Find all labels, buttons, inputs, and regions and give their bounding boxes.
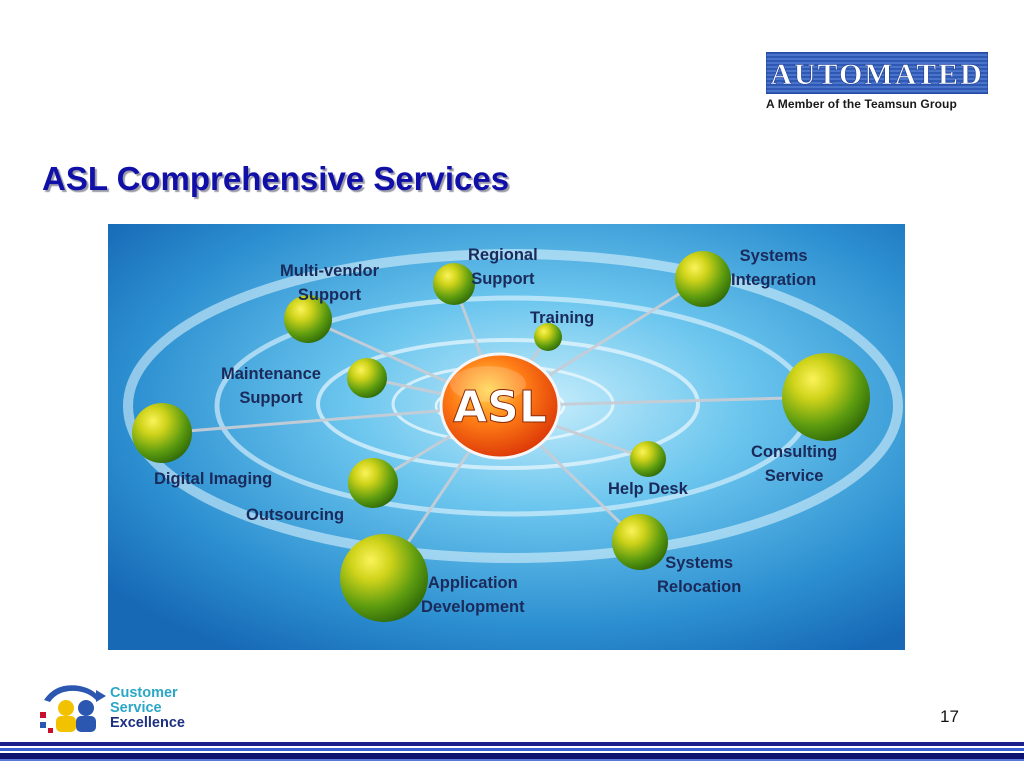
cse-line-excellence: Excellence (110, 715, 185, 731)
node-multi-vendor-support (284, 295, 332, 343)
label-regional-support: Regional Support (468, 246, 538, 288)
automated-logo: AUTOMATED A Member of the Teamsun Group (766, 52, 988, 111)
label-maintenance-support: Maintenance Support (221, 365, 321, 407)
node-regional-support (433, 263, 475, 305)
label-help-desk: Help Desk (608, 480, 688, 498)
diagram-graphic: ASL (108, 224, 905, 650)
node-application-development (340, 534, 428, 622)
node-outsourcing (348, 458, 398, 508)
label-consulting-service: Consulting Service (751, 443, 838, 485)
node-consulting-service (782, 353, 870, 441)
label-digital-imaging: Digital Imaging (154, 470, 273, 488)
node-maintenance-support (347, 358, 387, 398)
cse-line-customer: Customer (110, 685, 178, 701)
node-systems-integration (675, 251, 731, 307)
page-number: 17 (940, 707, 959, 726)
cse-logo-mark (40, 685, 106, 733)
node-digital-imaging (132, 403, 192, 463)
label-systems-relocation: Systems Relocation (657, 554, 742, 596)
node-systems-relocation (612, 514, 668, 570)
label-systems-integration: Systems Integration (731, 247, 817, 289)
node-help-desk (630, 441, 666, 477)
cse-line-service: Service (110, 700, 162, 716)
brand-tagline: A Member of the Teamsun Group (766, 97, 957, 111)
label-outsourcing: Outsourcing (246, 506, 345, 524)
automated-logo-mark: AUTOMATED (766, 52, 988, 94)
services-diagram: ASL Multi-vendor Support Regional Suppor… (108, 224, 905, 650)
label-application-development: Application Development (421, 574, 525, 616)
service-nodes (132, 251, 870, 622)
customer-service-excellence-logo: Customer Service Excellence (36, 678, 206, 736)
label-multi-vendor-support: Multi-vendor Support (280, 262, 379, 304)
asl-center-node: ASL (439, 352, 561, 460)
asl-center-label: ASL (453, 382, 547, 433)
brand-name: AUTOMATED (770, 58, 984, 91)
node-training (534, 323, 562, 351)
bottom-decorative-bar (0, 742, 1024, 768)
label-training: Training (530, 309, 595, 327)
slide-title: ASL Comprehensive Services (42, 160, 510, 197)
cse-logo-text: Customer Service Excellence (110, 686, 185, 731)
